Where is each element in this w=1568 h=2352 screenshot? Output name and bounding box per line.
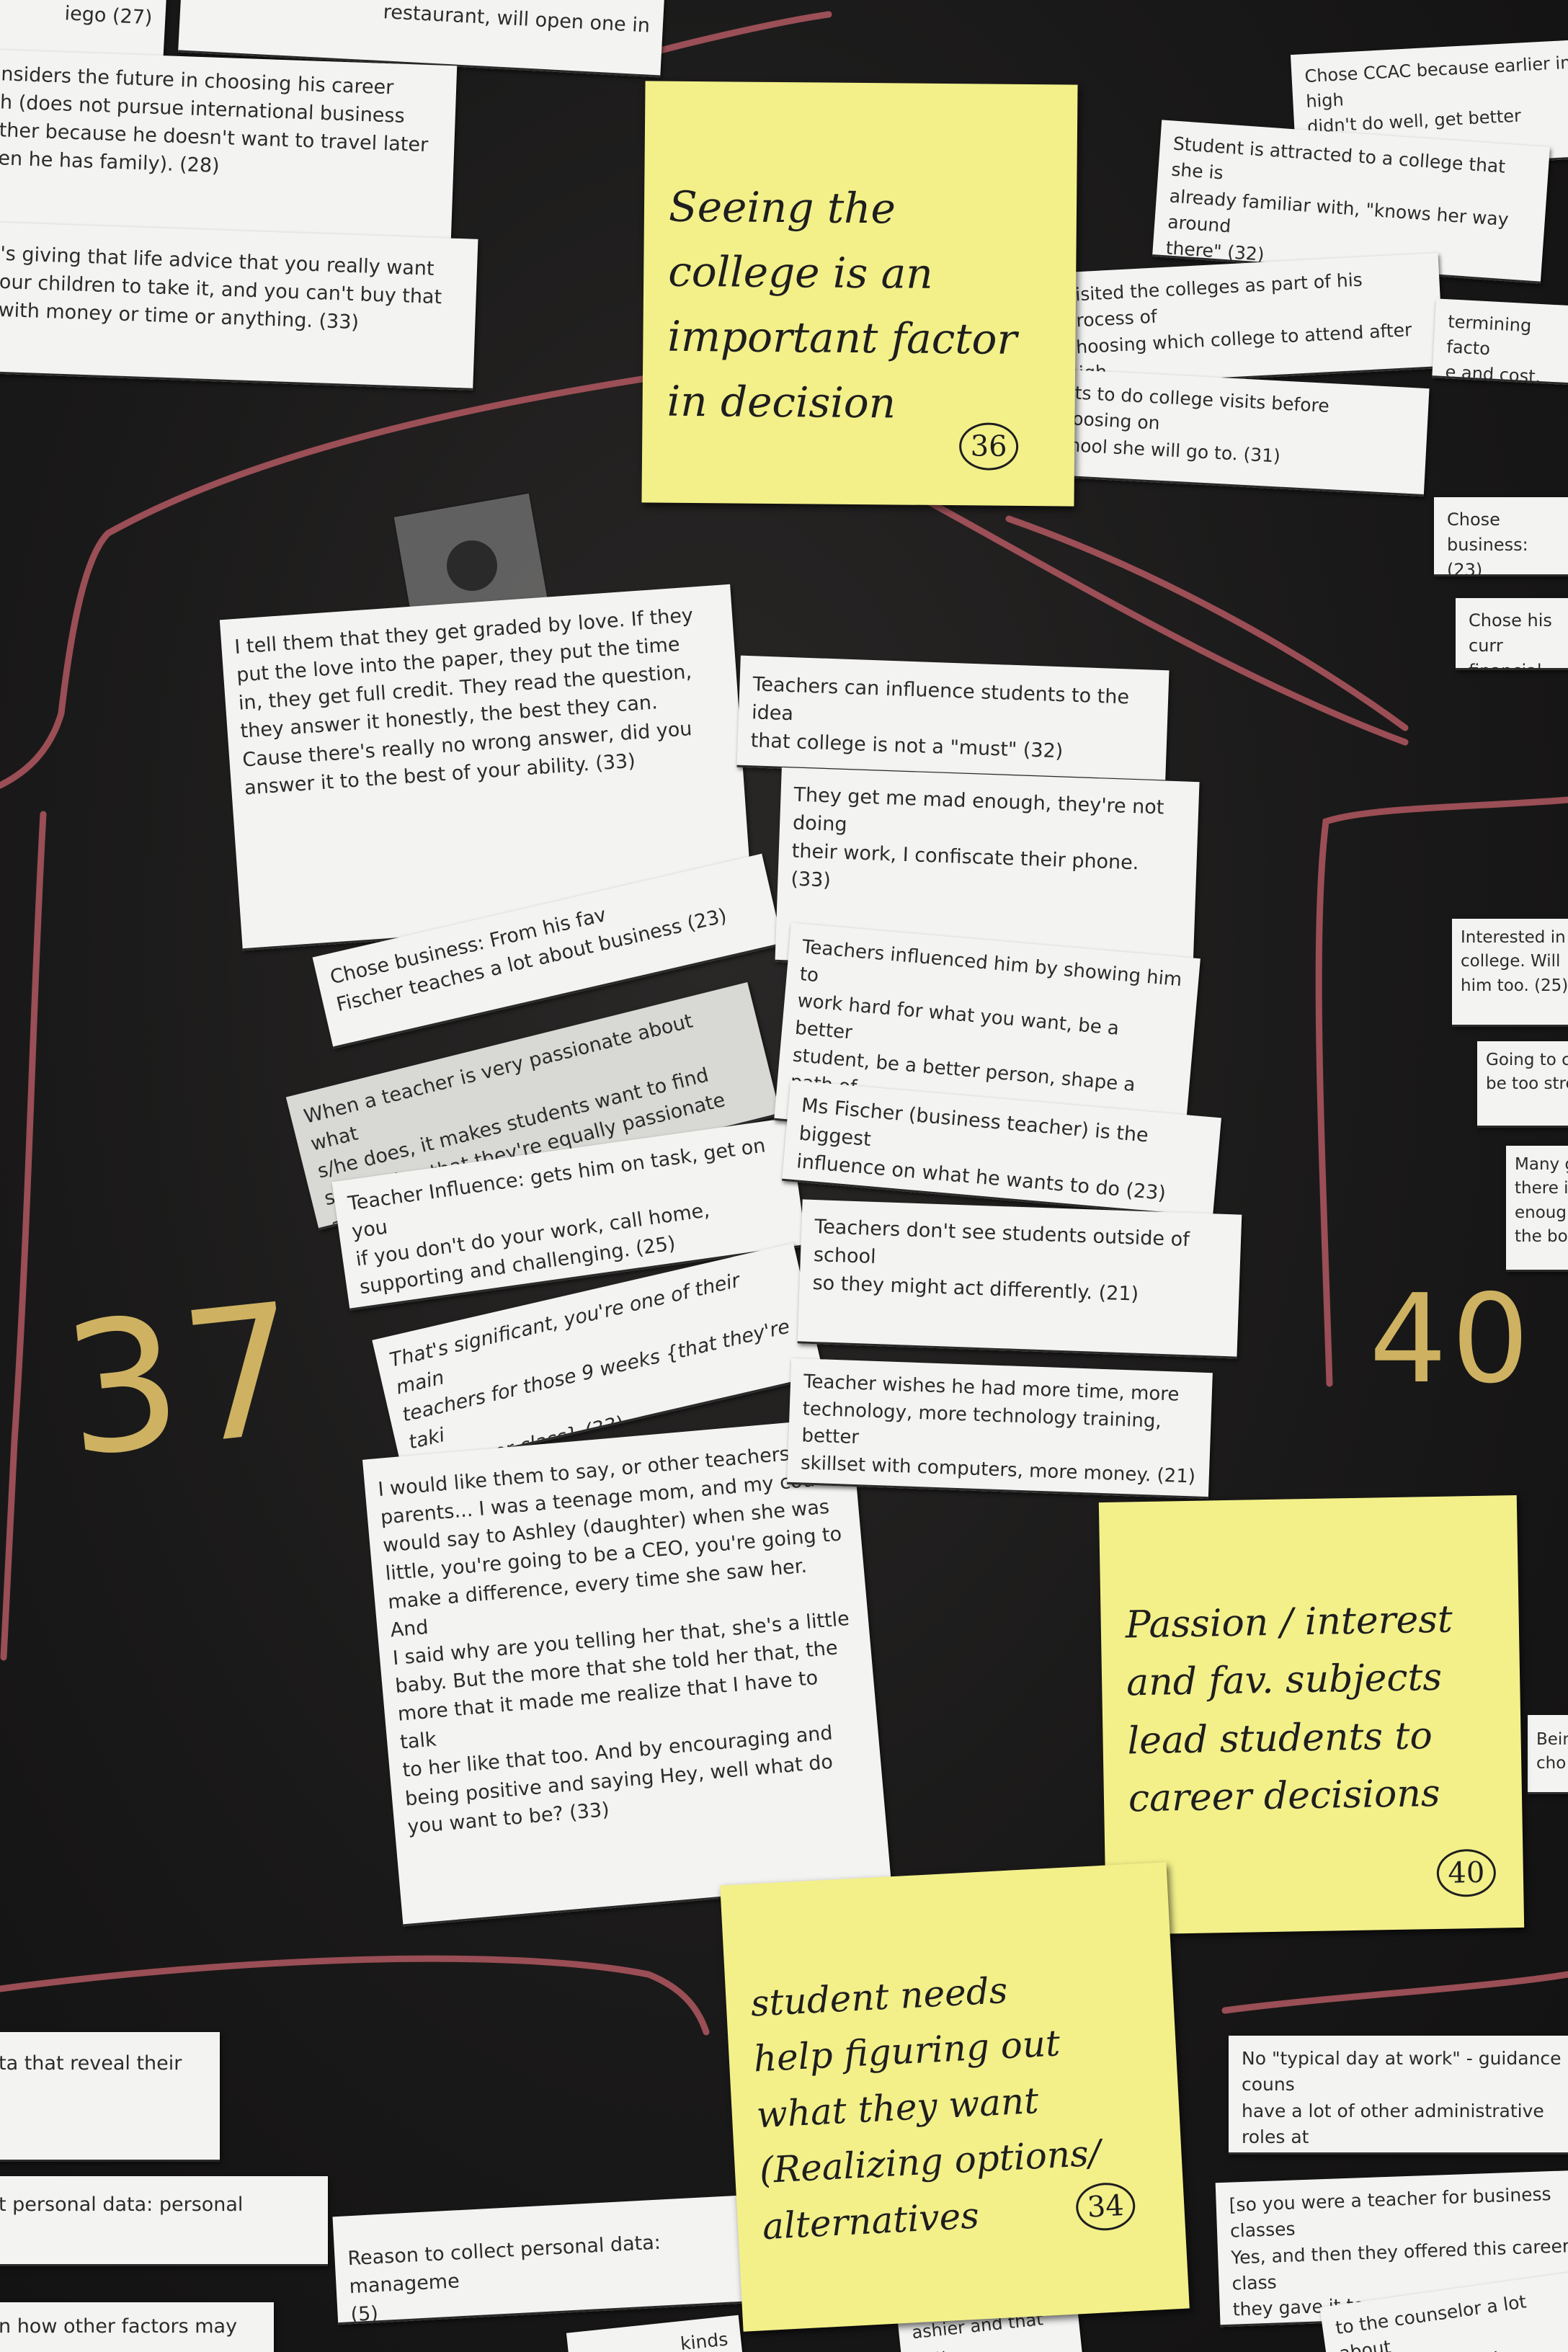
chalk-number-40: 40 xyxy=(1369,1268,1534,1411)
sticky-note-number: 40 xyxy=(1436,1848,1497,1897)
note-card: Chose business: (23) xyxy=(1434,497,1568,576)
note-card: Interested in college. Will him too. (25… xyxy=(1452,919,1568,1027)
sticky-note-34: student needs help figuring out what the… xyxy=(720,1862,1190,2332)
note-card: nsiders the future in choosing his caree… xyxy=(0,49,458,250)
sticky-note-text: Passion / interest and fav. subjects lea… xyxy=(1125,1598,1453,1821)
note-card: Teachers can influence students to the i… xyxy=(736,655,1170,783)
sticky-note-number: 34 xyxy=(1074,2181,1136,2232)
sticky-note-text: Seeing the college is an important facto… xyxy=(667,182,1017,428)
note-card: Chose his curr financial reas xyxy=(1456,598,1568,670)
sticky-note-text: student needs help figuring out what the… xyxy=(749,1969,1102,2248)
note-card: 's giving that life advice that you real… xyxy=(0,222,478,391)
tape-mark xyxy=(442,536,502,595)
note-card: Teachers don't see students outside of s… xyxy=(797,1199,1242,1359)
note-card: Visited the colleges as part of his proc… xyxy=(1049,252,1444,389)
note-card: I would like them to say, or other teach… xyxy=(362,1417,892,1927)
note-card: Teacher wishes he had more time, more te… xyxy=(787,1358,1213,1500)
note-card: n how other factors may xyxy=(0,2302,274,2352)
note-card: Going to c be too stre xyxy=(1477,1041,1568,1128)
note-card: ants to do college visits before choosin… xyxy=(1035,368,1430,497)
note-card: termining facto e and cost. (28) xyxy=(1432,298,1568,386)
chalk-number-37: 37 xyxy=(54,1263,313,1497)
note-card: No "typical day at work" - guidance coun… xyxy=(1229,2036,1568,2155)
note-card: Many g there is enougl the bo xyxy=(1506,1146,1568,1272)
note-card: Bein cho xyxy=(1528,1715,1568,1794)
note-card: t personal data: personal xyxy=(0,2176,328,2266)
sticky-note-36: Seeing the college is an important facto… xyxy=(641,81,1078,507)
note-card: ta that reveal their xyxy=(0,2032,220,2162)
sticky-note-number: 36 xyxy=(958,422,1019,471)
